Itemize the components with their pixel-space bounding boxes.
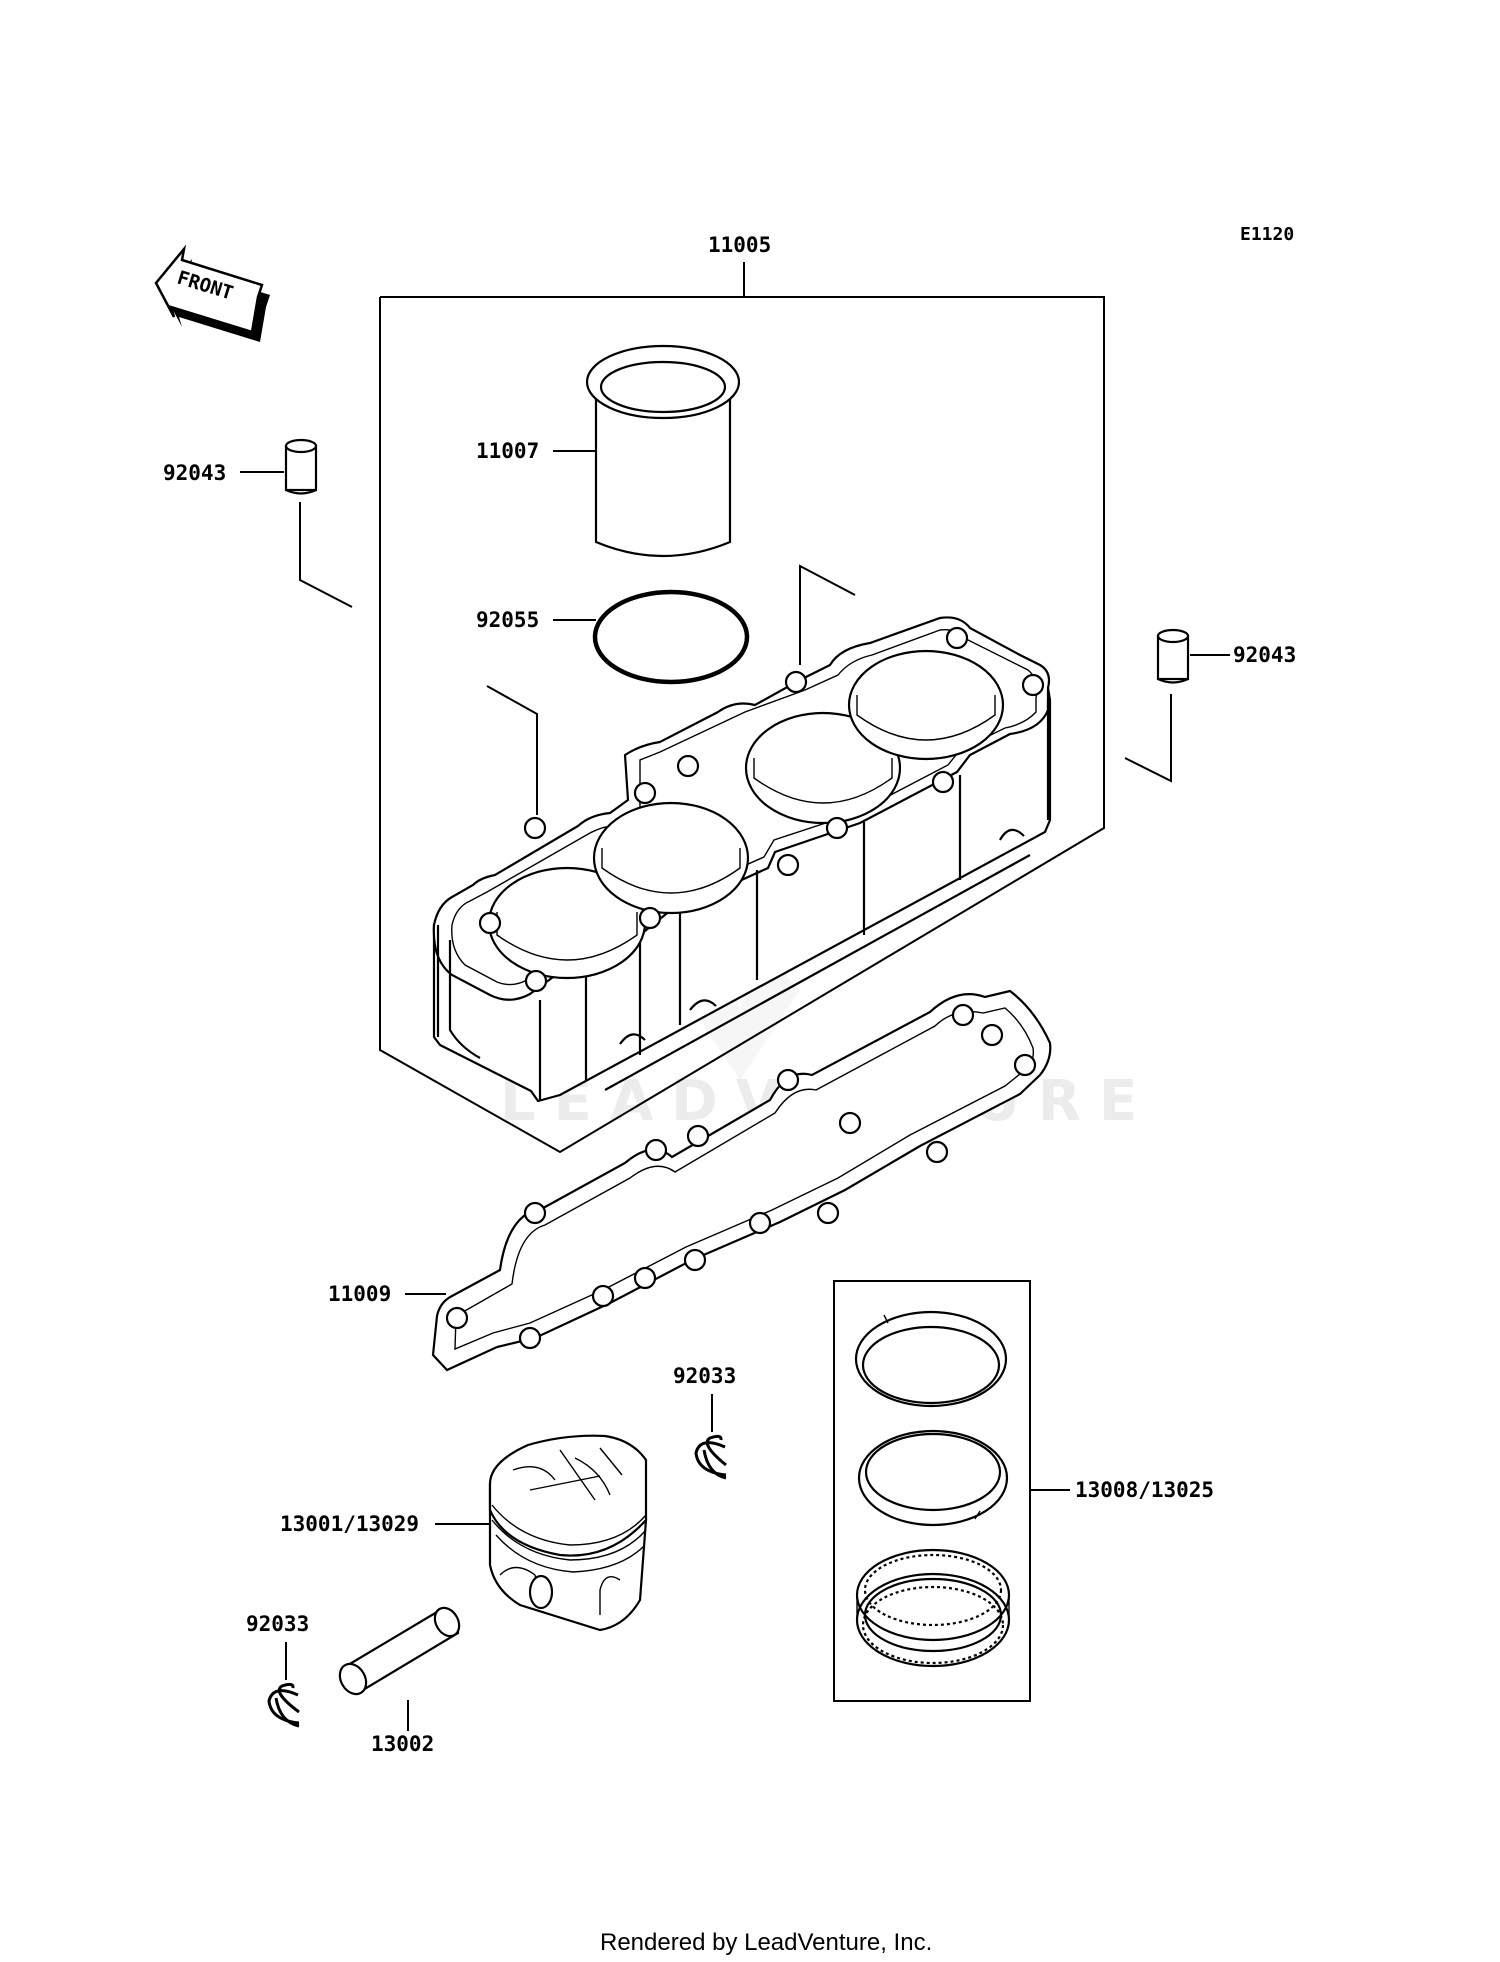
piston-ring-second bbox=[857, 1429, 1009, 1527]
cylinder-bore-3 bbox=[744, 711, 902, 825]
diagram-code: E1120 bbox=[1240, 224, 1294, 245]
cylinder-bore-4 bbox=[847, 649, 1005, 761]
label-piston-ring-set: 13008/13025 bbox=[1075, 1478, 1214, 1502]
piston-ring-top bbox=[854, 1310, 1008, 1408]
piston-ring-oil bbox=[855, 1548, 1011, 1668]
front-arrow-icon: FRONT bbox=[154, 244, 270, 342]
cylinder-block bbox=[432, 616, 1052, 1103]
footer-credit: Rendered by LeadVenture, Inc. bbox=[600, 1929, 932, 1956]
label-piston-pin: 13002 bbox=[371, 1732, 434, 1756]
cylinder-block-bracket bbox=[379, 262, 1105, 1154]
label-cylinder-sleeve: 11007 bbox=[476, 439, 539, 463]
circlip-upper bbox=[694, 1434, 727, 1480]
piston bbox=[488, 1434, 648, 1632]
dowel-pin-left bbox=[284, 438, 318, 495]
circlip-lower bbox=[267, 1682, 300, 1728]
cylinder-bore-2 bbox=[592, 801, 750, 915]
label-circlip-lower: 92033 bbox=[246, 1612, 309, 1636]
label-o-ring: 92055 bbox=[476, 608, 539, 632]
cylinder-sleeve bbox=[585, 344, 741, 558]
label-base-gasket: 11009 bbox=[328, 1282, 391, 1306]
piston-pin bbox=[338, 1606, 461, 1696]
label-piston: 13001/13029 bbox=[280, 1512, 419, 1536]
label-dowel-pin-left: 92043 bbox=[163, 461, 226, 485]
label-circlip-upper: 92033 bbox=[673, 1364, 736, 1388]
label-cylinder-block: 11005 bbox=[708, 233, 771, 257]
dowel-pin-right bbox=[1156, 628, 1190, 684]
base-gasket bbox=[431, 989, 1052, 1372]
o-ring bbox=[592, 589, 750, 685]
stud-holes bbox=[478, 626, 1045, 993]
label-dowel-pin-right: 92043 bbox=[1233, 643, 1296, 667]
